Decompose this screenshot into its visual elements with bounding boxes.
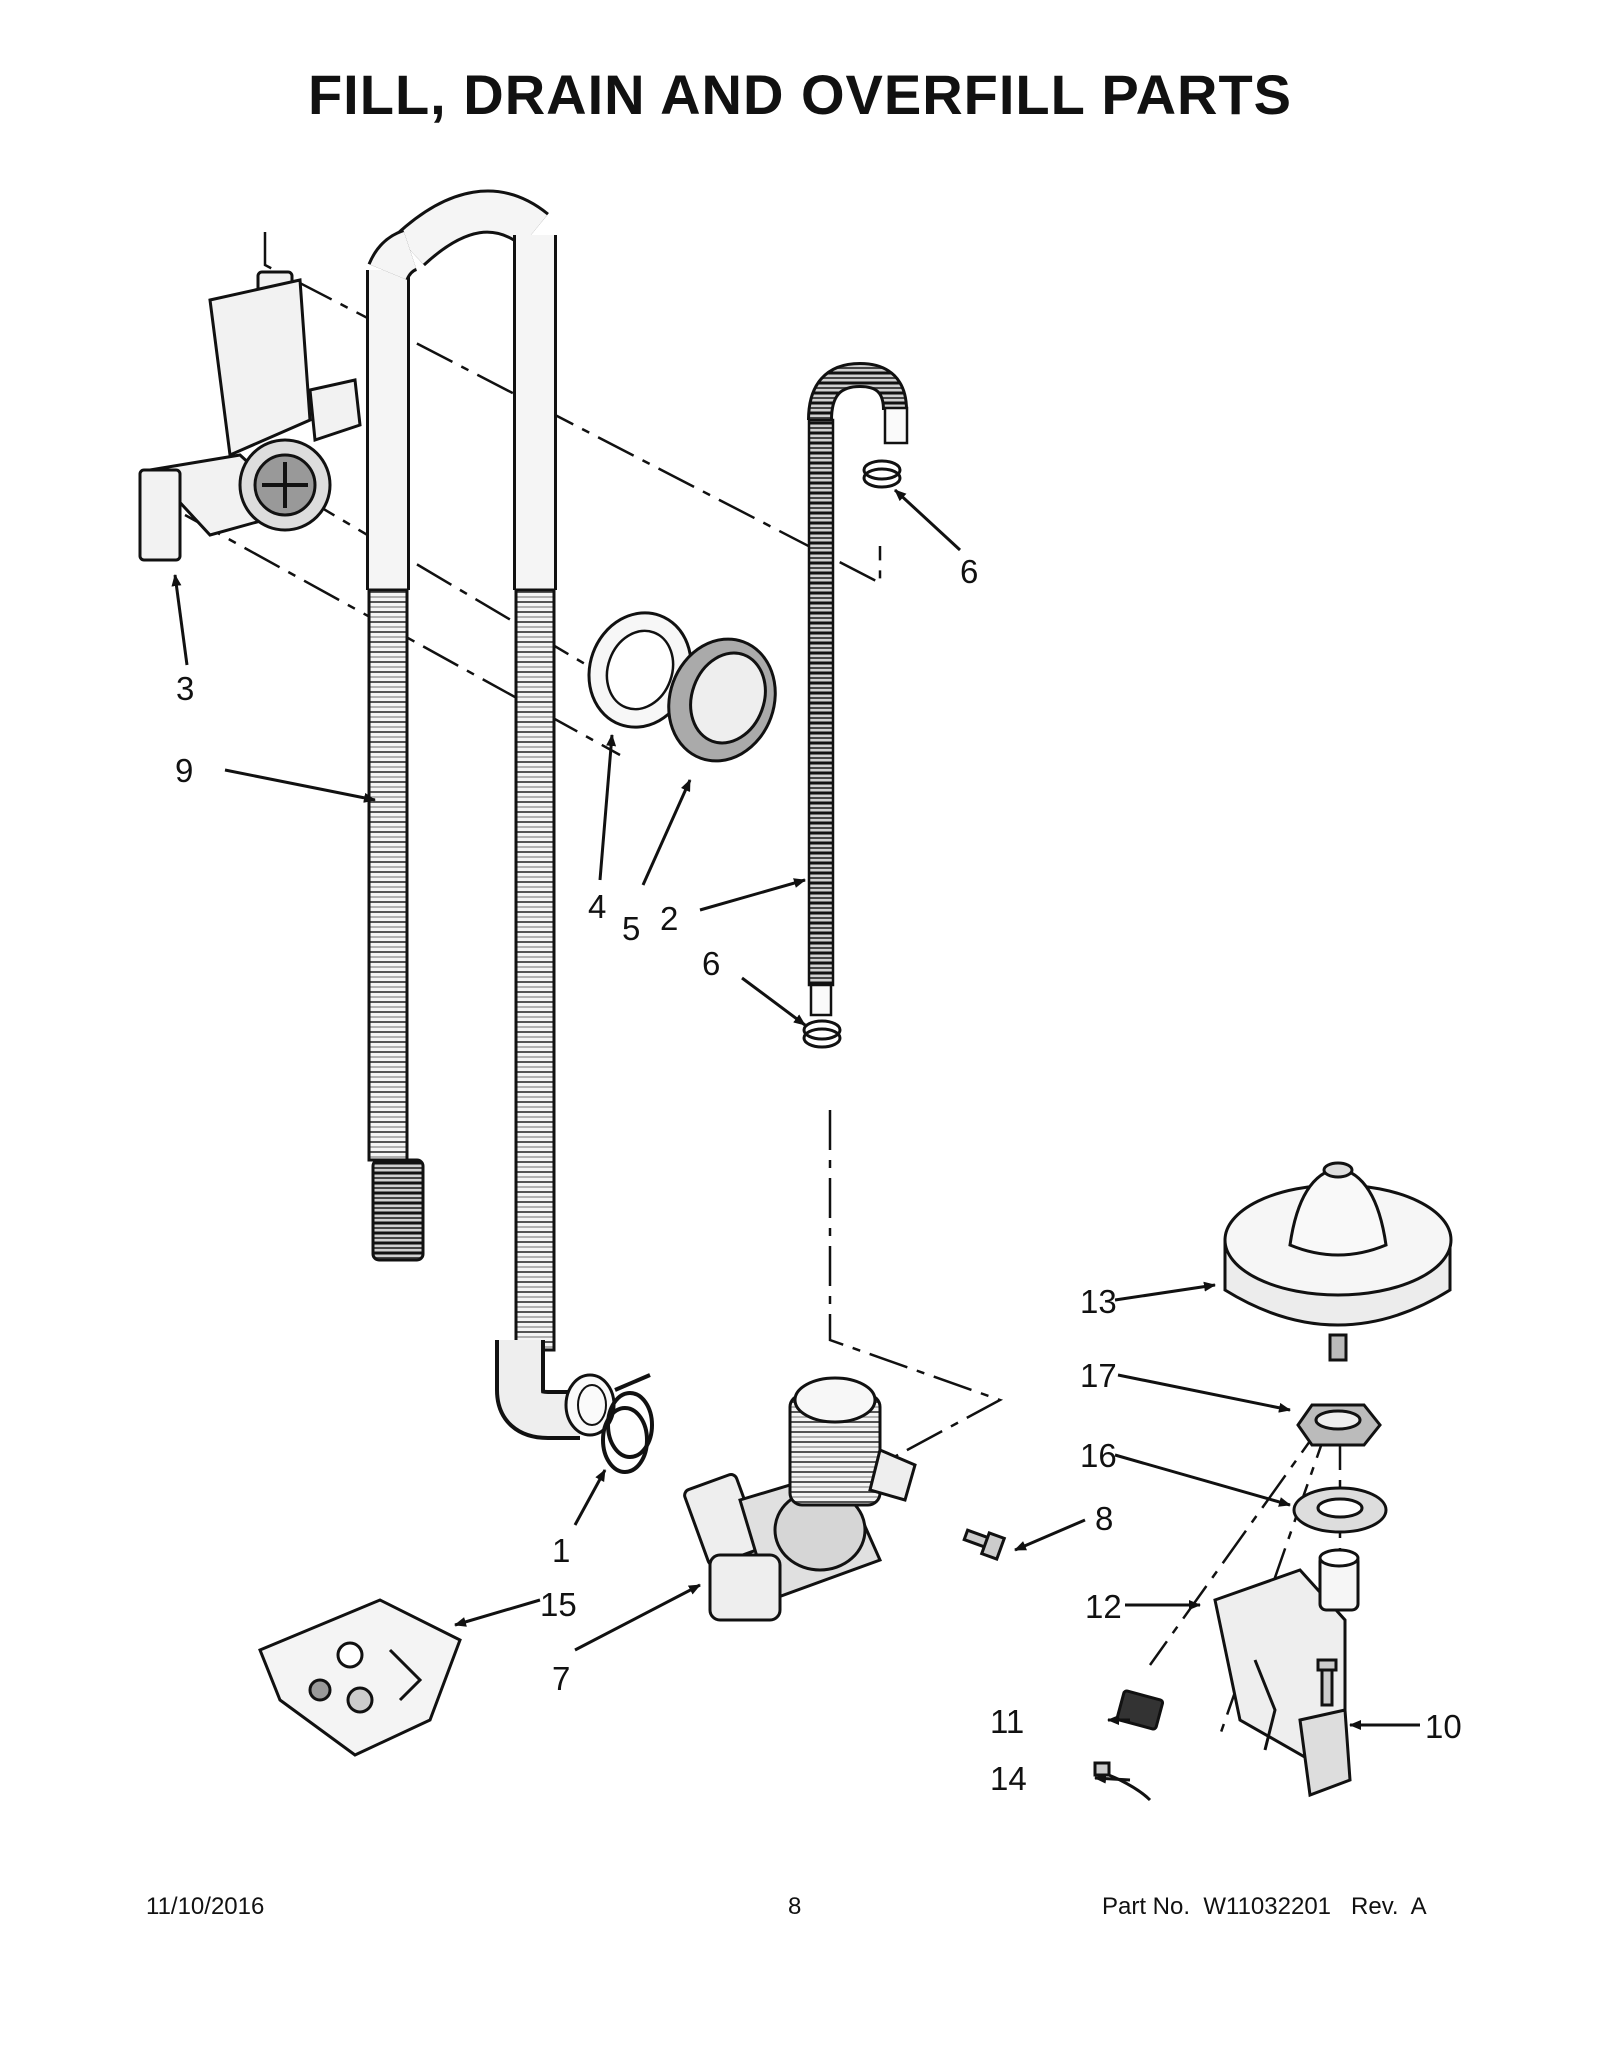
float-part-13 xyxy=(1223,1161,1453,1362)
callout-17: 17 xyxy=(1080,1357,1117,1394)
screw-part-10 xyxy=(1316,1658,1338,1707)
callout-6-upper: 6 xyxy=(960,553,978,590)
bracket-part-3 xyxy=(138,270,362,562)
callout-labels: 3 9 4 5 2 6 6 1 7 8 15 10 12 11 14 13 17… xyxy=(175,553,1462,1797)
callout-15: 15 xyxy=(540,1586,577,1623)
float-washer-part-16 xyxy=(1292,1486,1388,1534)
callout-10: 10 xyxy=(1425,1708,1462,1745)
nut-part-5 xyxy=(667,637,777,763)
callout-4: 4 xyxy=(588,888,606,925)
callout-12: 12 xyxy=(1085,1588,1122,1625)
spring-clamp-part-1 xyxy=(601,1373,654,1474)
callout-13: 13 xyxy=(1080,1283,1117,1320)
switch-part-11 xyxy=(1115,1689,1165,1731)
float-nut-part-17 xyxy=(1296,1403,1382,1447)
callout-3: 3 xyxy=(176,670,194,707)
footer-page-number: 8 xyxy=(788,1893,802,1920)
hardware-kit-part-15 xyxy=(258,1598,462,1757)
footer-part-number: Part No. W11032201 Rev. A xyxy=(1102,1893,1427,1920)
callout-6-lower: 6 xyxy=(702,945,720,982)
hose-clamp-part-6 xyxy=(802,459,902,1049)
callout-16: 16 xyxy=(1080,1437,1117,1474)
callout-2: 2 xyxy=(660,900,678,937)
callout-11: 11 xyxy=(990,1703,1024,1740)
callout-7: 7 xyxy=(552,1660,570,1697)
fill-hose-part-2 xyxy=(807,361,909,1017)
footer-date: 11/10/2016 xyxy=(146,1893,265,1920)
callout-9: 9 xyxy=(175,752,193,789)
screw-part-8 xyxy=(962,1528,1007,1561)
callout-5: 5 xyxy=(622,910,640,947)
water-valve-part-7 xyxy=(683,1376,917,1622)
page-title: FILL, DRAIN AND OVERFILL PARTS xyxy=(307,63,1293,126)
callout-14: 14 xyxy=(990,1760,1027,1797)
wire-harness-part-14 xyxy=(1093,1761,1152,1802)
drain-hose-part-9 xyxy=(366,189,616,1440)
callout-1: 1 xyxy=(552,1532,570,1569)
leader-lines xyxy=(171,488,1420,1784)
callout-8: 8 xyxy=(1095,1500,1113,1537)
switch-bracket-part-12 xyxy=(1213,1548,1360,1798)
